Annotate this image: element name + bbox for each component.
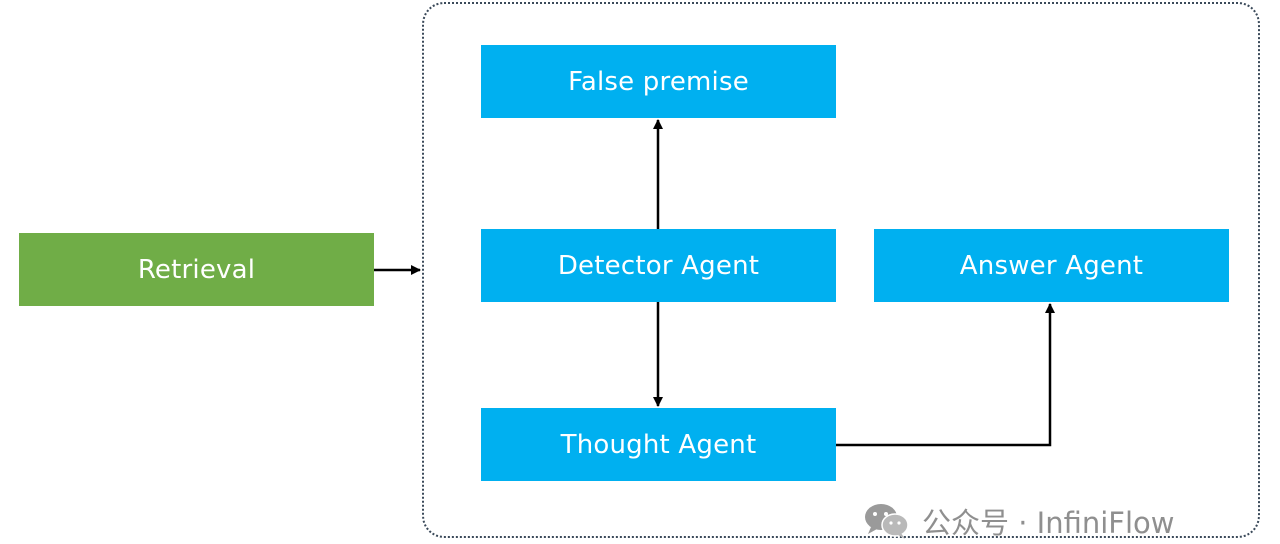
false-premise-node: False premise (481, 45, 836, 118)
wechat-icon (862, 501, 912, 541)
retrieval-label: Retrieval (137, 254, 256, 285)
answer-agent-label: Answer Agent (959, 250, 1144, 281)
false-premise-label: False premise (568, 66, 749, 97)
agent-group-container (422, 2, 1260, 538)
watermark: 公众号 · InfiniFlow (862, 500, 1175, 542)
answer-agent-node: Answer Agent (874, 229, 1229, 302)
edge-thought-to-answer (836, 303, 1055, 447)
thought-agent-label: Thought Agent (560, 429, 757, 460)
detector-agent-label: Detector Agent (557, 250, 760, 281)
watermark-text: 公众号 · InfiniFlow (922, 506, 1175, 540)
thought-agent-node: Thought Agent (481, 408, 836, 481)
detector-agent-node: Detector Agent (481, 229, 836, 302)
retrieval-node: Retrieval (19, 233, 374, 306)
